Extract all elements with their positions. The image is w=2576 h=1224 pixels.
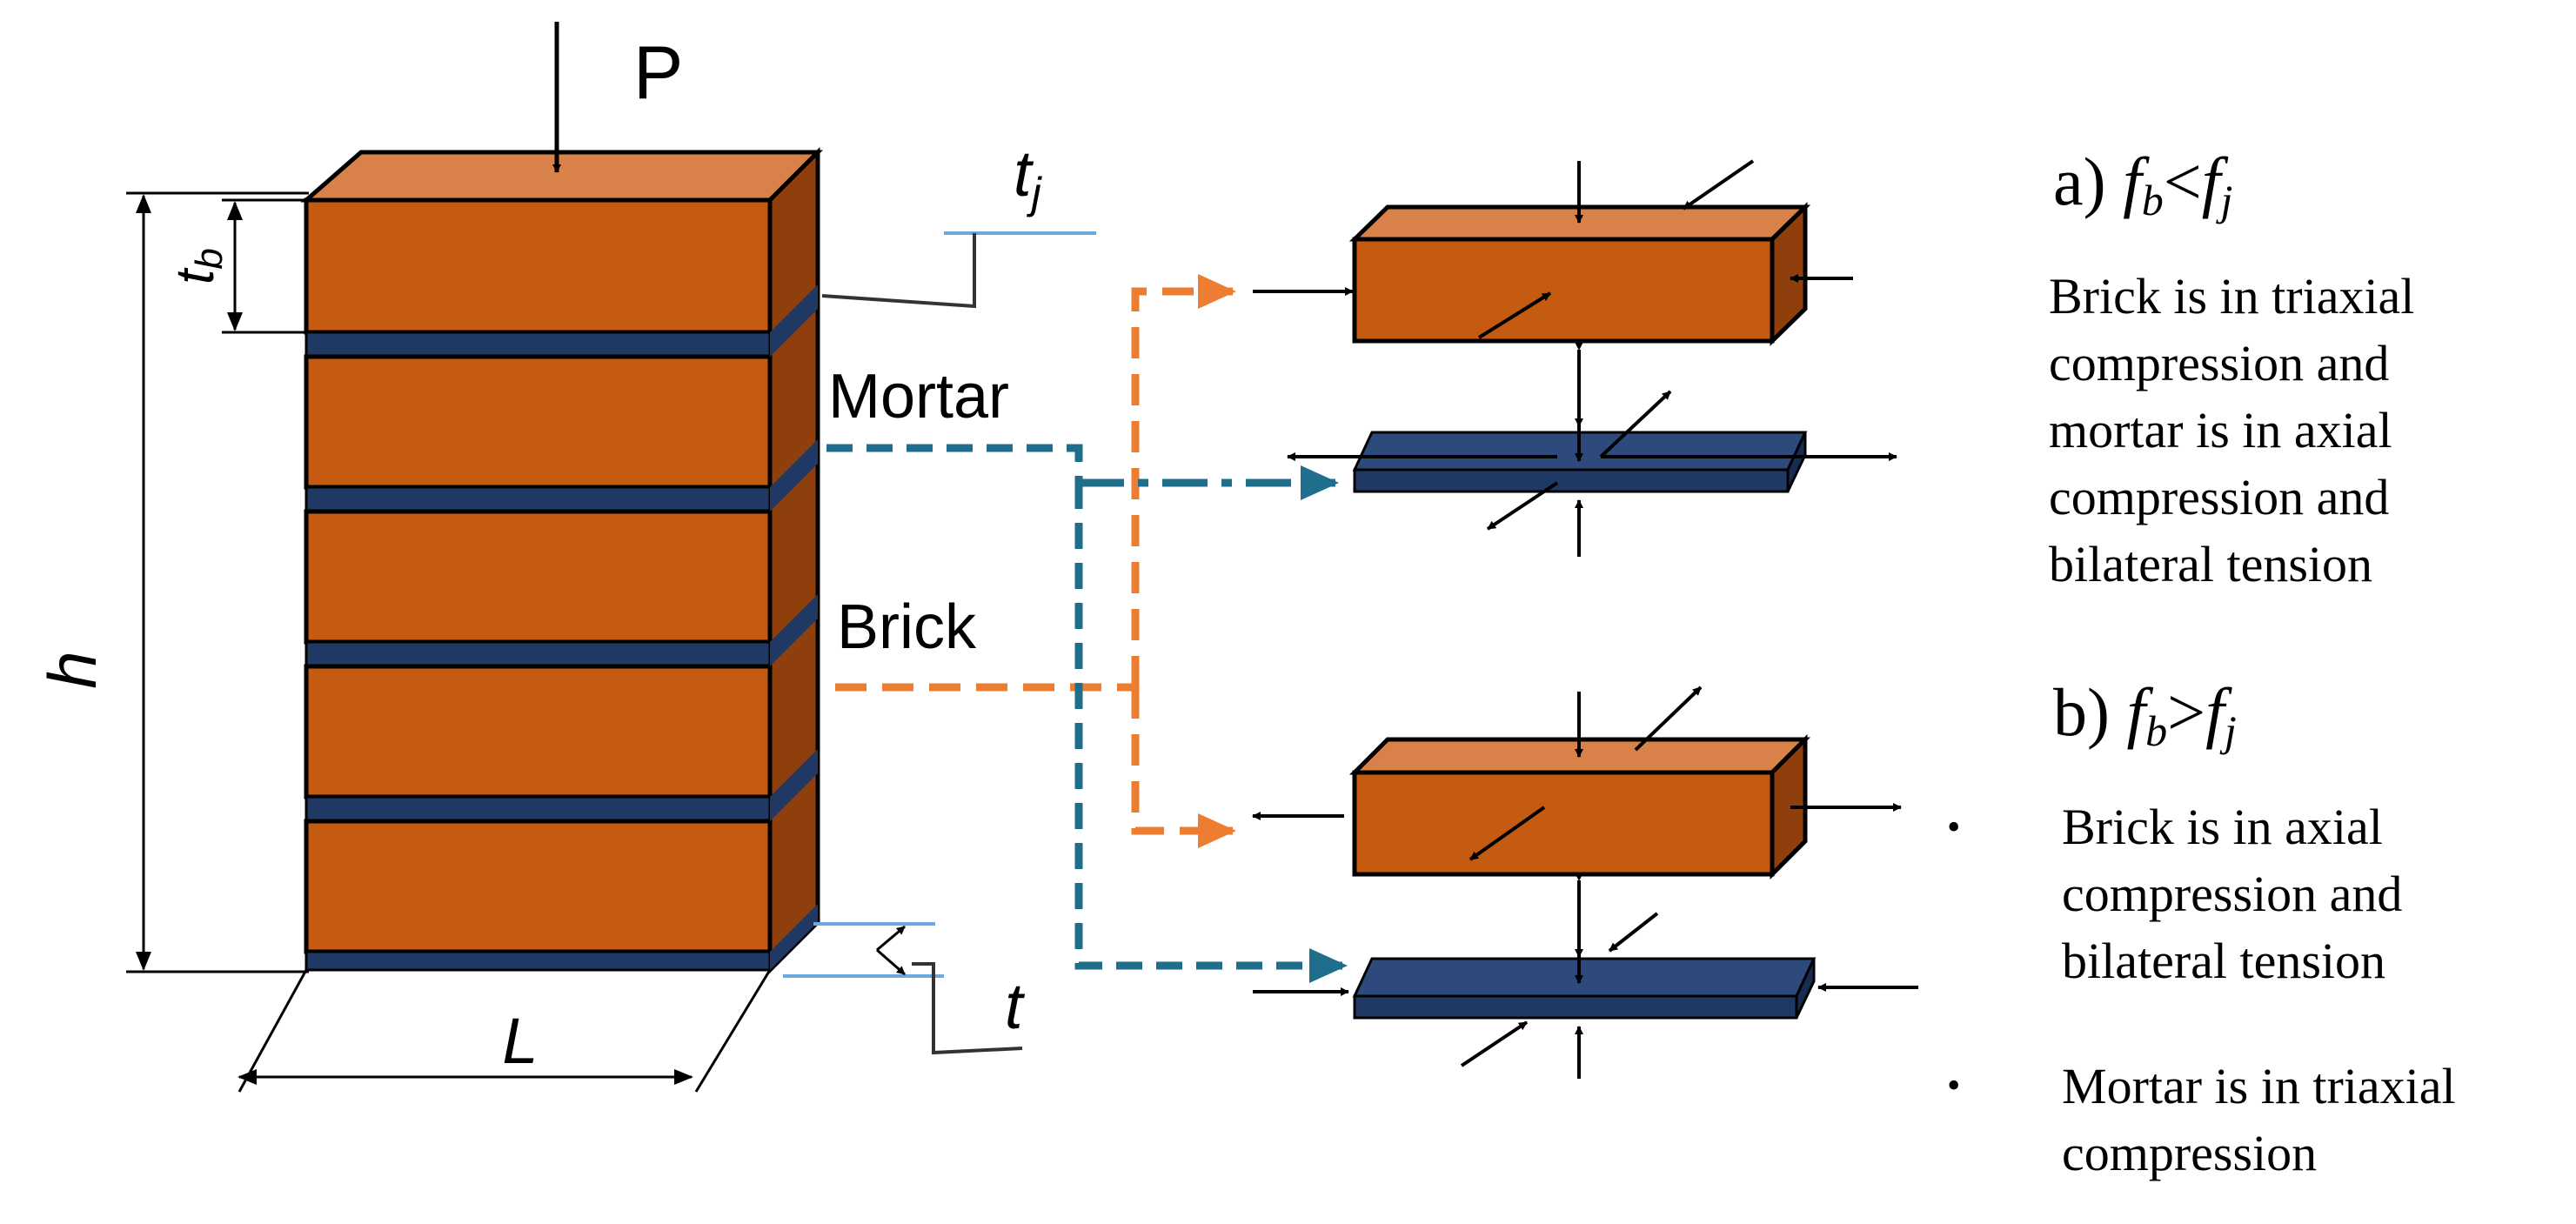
case-a-mortar-element	[1352, 431, 1808, 493]
mortar-joint-base	[304, 950, 772, 972]
case-b-mortar-forces	[1253, 912, 1918, 1079]
brick-course-2	[304, 354, 773, 490]
case-b-brick-forces	[1252, 686, 1902, 958]
brick-thickness-label: tb	[165, 248, 231, 284]
height-label: h	[34, 651, 110, 688]
svg-text:Brick is in axial: Brick is in axial	[2062, 799, 2383, 855]
svg-text:mortar is in axial: mortar is in axial	[2049, 402, 2392, 458]
case-a-brick-element	[1348, 202, 1811, 346]
brick-course-1	[304, 197, 773, 335]
load-label: P	[633, 31, 683, 115]
mortar-joint-2	[304, 485, 772, 513]
brick-label: Brick	[837, 592, 977, 662]
case-a-description: Brick is in triaxial compression and mor…	[2049, 268, 2414, 592]
case-b-brick-element	[1348, 733, 1811, 880]
mortar-joint-1	[304, 331, 772, 358]
mortar-joint-3	[304, 640, 772, 668]
svg-text:bilateral tension: bilateral tension	[2062, 933, 2385, 989]
mortar-thickness-leader	[783, 922, 1023, 1055]
svg-text:compression and: compression and	[2049, 469, 2389, 525]
case-b-description: • Brick is in axial compression and bila…	[1947, 799, 2456, 1181]
brick-thickness-dimension	[222, 198, 309, 334]
case-b-mortar-element	[1352, 957, 1817, 1020]
masonry-prism	[300, 146, 824, 976]
prism-side-face	[767, 146, 820, 976]
case-b-heading: b) fb>fj	[2053, 674, 2237, 755]
case-a-mortar-forces	[1287, 390, 1897, 557]
svg-text:compression and: compression and	[2062, 866, 2402, 922]
joint-thickness-leader	[821, 231, 1096, 309]
svg-text:bilateral tension: bilateral tension	[2049, 536, 2372, 592]
mortar-joint-4	[304, 795, 772, 823]
height-dimension	[126, 191, 309, 973]
length-label: L	[502, 1005, 538, 1077]
case-b-bullet-1: •	[1947, 806, 1960, 848]
mortar-routing-arrows	[826, 444, 1348, 983]
prism-top-face	[300, 150, 824, 203]
brick-course-3	[304, 509, 773, 645]
brick-course-5	[304, 819, 773, 954]
mortar-thickness-label: t	[1005, 970, 1026, 1042]
svg-text:compression and: compression and	[2049, 335, 2389, 391]
brick-routing-arrows	[835, 274, 1236, 848]
mortar-label: Mortar	[828, 362, 1009, 431]
case-a-heading: a) fb<fj	[2053, 144, 2232, 224]
svg-text:Brick is in triaxial: Brick is in triaxial	[2049, 268, 2414, 324]
svg-text:compression: compression	[2062, 1125, 2317, 1181]
joint-thickness-label: tj	[1014, 137, 1043, 217]
case-a-brick-forces	[1253, 159, 1853, 427]
length-dimension	[238, 969, 772, 1093]
svg-text:Mortar is in triaxial: Mortar is in triaxial	[2062, 1058, 2456, 1114]
case-b-bullet-2: •	[1947, 1064, 1960, 1107]
brick-course-4	[304, 664, 773, 799]
